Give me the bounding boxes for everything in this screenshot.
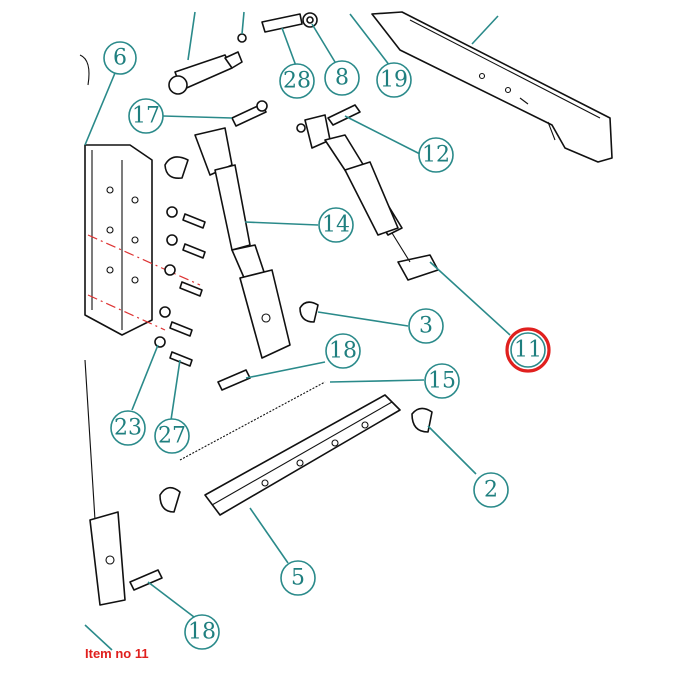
callout-label: 17 [132, 104, 160, 129]
callout-2: 2 [473, 472, 509, 508]
callout-3: 3 [408, 308, 444, 344]
callout-17: 17 [128, 98, 164, 134]
callout-label: 19 [380, 68, 408, 93]
callout-label: 6 [113, 46, 127, 71]
callout-label: 5 [291, 566, 305, 591]
callout-18-upper: 18 [325, 333, 361, 369]
callout-label: 18 [329, 339, 357, 364]
callout-label: 12 [422, 143, 450, 168]
callout-label: 27 [158, 424, 186, 449]
callout-19: 19 [376, 62, 412, 98]
parts-drawing [79, 11, 613, 606]
callout-label: 23 [114, 416, 142, 441]
leader-lines [84, 11, 511, 651]
callout-18-lower: 18 [184, 614, 220, 650]
callout-27: 27 [154, 418, 190, 454]
callout-label: 14 [322, 213, 350, 238]
callout-label: 18 [188, 620, 216, 645]
callout-23: 23 [110, 410, 146, 446]
callout-label: 8 [335, 66, 349, 91]
callout-5: 5 [280, 560, 316, 596]
callout-label: 11 [514, 338, 542, 363]
callout-6: 6 [103, 41, 137, 75]
callout-28: 28 [279, 63, 315, 99]
callout-label: 3 [419, 314, 433, 339]
item-caption: Item no 11 [85, 646, 149, 661]
callout-12: 12 [418, 137, 454, 173]
callout-11: 11 [505, 327, 551, 373]
callout-label: 28 [283, 69, 311, 94]
callout-8: 8 [324, 60, 360, 96]
callout-15: 15 [424, 363, 460, 399]
highlight-ring [505, 327, 551, 373]
callout-label: 2 [484, 478, 498, 503]
callout-label: 15 [428, 369, 456, 394]
callout-14: 14 [318, 207, 354, 243]
